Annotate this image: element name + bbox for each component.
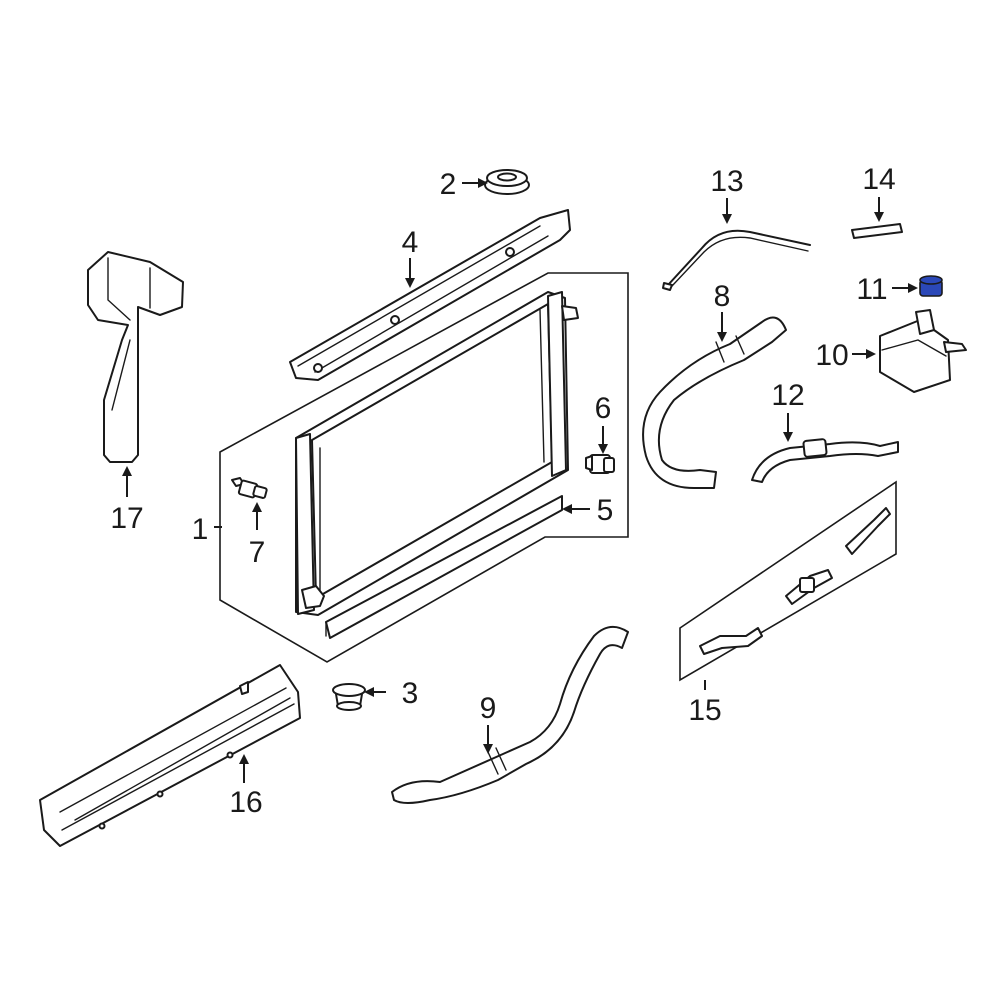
- upper-support-part-4[interactable]: [289, 209, 571, 381]
- callout-12: 12: [771, 379, 804, 412]
- hose-part-14[interactable]: [851, 223, 903, 239]
- callout-13: 13: [710, 165, 743, 198]
- hose-kit-part-15[interactable]: [699, 507, 891, 655]
- callout-3: 3: [402, 677, 419, 710]
- air-guide-part-17[interactable]: [87, 251, 184, 463]
- callout-15: 15: [688, 694, 721, 727]
- hose-kit-outline: [679, 480, 897, 682]
- reservoir-cap-part-11[interactable]: [919, 275, 943, 297]
- lower-grommet-part-3[interactable]: [332, 683, 366, 711]
- callout-1: 1: [192, 513, 209, 546]
- lower-deflector-part-16[interactable]: [39, 664, 301, 847]
- callout-2: 2: [440, 168, 457, 201]
- callout-9: 9: [480, 692, 497, 725]
- callout-14: 14: [862, 163, 895, 196]
- callout-16: 16: [229, 786, 262, 819]
- reservoir-part-10[interactable]: [879, 309, 967, 393]
- seal-part-5[interactable]: [325, 495, 563, 639]
- hose-part-9[interactable]: [391, 625, 629, 804]
- leader-lines: [122, 178, 918, 783]
- callout-6: 6: [595, 392, 612, 425]
- hose-part-8[interactable]: [642, 316, 787, 489]
- hose-part-12[interactable]: [751, 438, 899, 483]
- sensor-part-7[interactable]: [231, 477, 268, 499]
- drain-plug-part-6[interactable]: [585, 454, 615, 474]
- callout-10: 10: [815, 339, 848, 372]
- callout-11: 11: [856, 273, 887, 306]
- callout-17: 17: [110, 502, 143, 535]
- radiator-group-outline: [219, 272, 629, 663]
- upper-grommet-part-2[interactable]: [484, 169, 530, 195]
- callout-5: 5: [597, 494, 614, 527]
- radiator-part-1[interactable]: [295, 291, 579, 616]
- callout-7: 7: [249, 536, 266, 569]
- hose-part-13[interactable]: [662, 229, 811, 291]
- callout-4: 4: [402, 226, 419, 259]
- callout-8: 8: [714, 280, 731, 313]
